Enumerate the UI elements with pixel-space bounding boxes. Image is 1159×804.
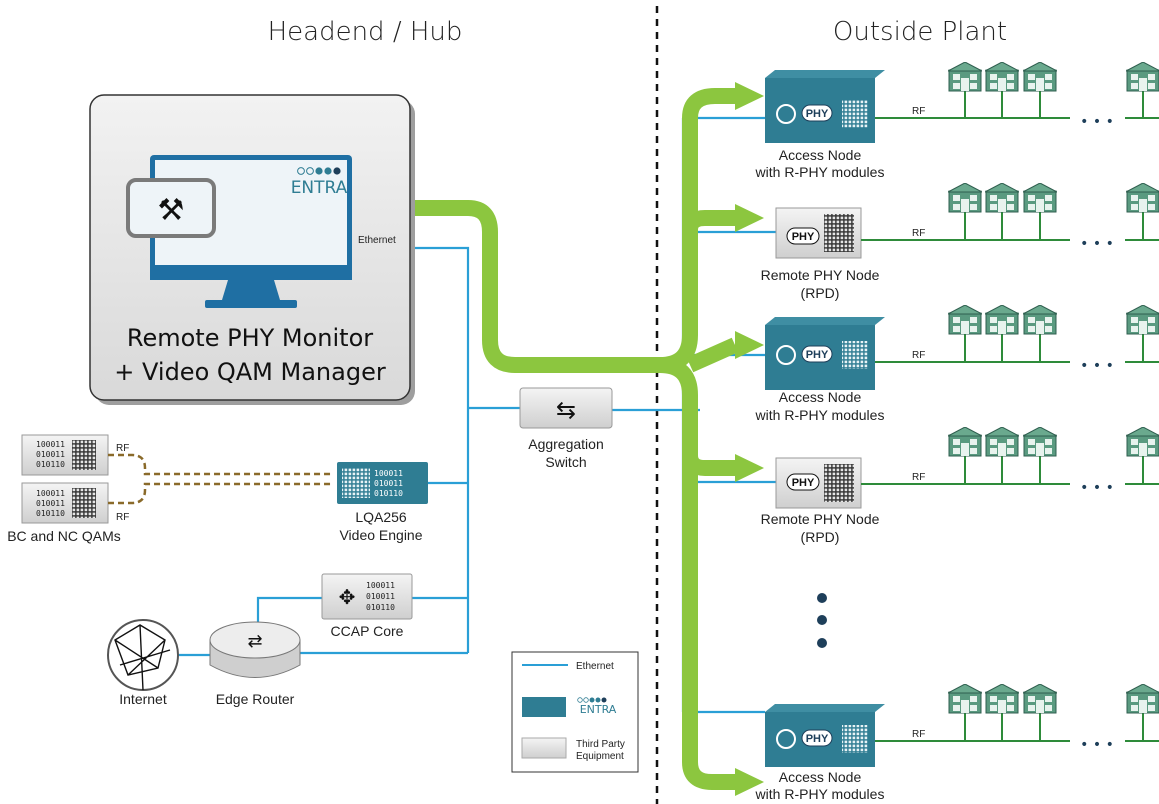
node-2-label-2: (RPD) [801,285,840,301]
node-5: PHY Access Node with R-PHY modules [755,704,885,802]
node-1-label-2: with R-PHY modules [755,164,885,180]
ccap-bits-2: 010011 [366,592,395,601]
qam-bottom-bits-2: 010011 [36,499,65,508]
monitor-title-line1: Remote PHY Monitor [127,324,373,352]
node-4-label-2: (RPD) [801,529,840,545]
rf-tree-4 [861,454,1159,485]
edge-router-label: Edge Router [216,691,295,707]
node-2-more-homes: • • • [1080,236,1114,252]
legend-third-party-label-2: Equipment [576,751,624,762]
node-5-label-1: Access Node [779,769,862,785]
node-3-rf-label: RF [912,350,925,361]
node-5-rf-label: RF [912,729,925,740]
engine-label-2: Video Engine [339,527,422,543]
ccap-bits-3: 010110 [366,603,395,612]
ccap-label: CCAP Core [331,623,404,639]
ccap-arrows-icon: ✥ [339,585,356,609]
entra-brand-text: ENTRA [291,178,348,198]
monitor-ethernet-label: Ethernet [358,235,396,246]
node-5-more-homes: • • • [1080,737,1114,753]
phy-badge: PHY [792,477,815,489]
legend-third-party-swatch [521,737,567,759]
node-4: PHY Remote PHY Node (RPD) [761,457,880,545]
node-1-label-1: Access Node [779,147,862,163]
qam-device-bottom: 100011 010011 010110 [21,482,109,524]
legend: Ethernet ENTRA Third Party Equipment [511,651,639,773]
node-4-rf-label: RF [912,472,925,483]
svg-text:⇄: ⇄ [247,631,262,652]
qam-bottom-bits-3: 010110 [36,509,65,518]
node-3-more-homes: • • • [1080,358,1114,374]
engine-bits-1: 100011 [374,469,403,478]
node-2-label-1: Remote PHY Node [761,267,880,283]
legend-third-party-label-1: Third Party [576,739,625,750]
rf-tree-2 [861,210,1159,241]
ccap-bits-1: 100011 [366,581,395,590]
qam-top-bits-2: 010011 [36,450,65,459]
qam-rf-label-bottom: RF [116,512,129,523]
signal-icon [776,729,796,749]
switch-label-1: Aggregation [528,436,604,452]
node-2: PHY Remote PHY Node (RPD) [761,207,880,301]
signal-icon [776,345,796,365]
monitor-panel: ENTRA ⚒ Remote PHY Monitor + Video QAM M… [89,94,415,405]
qam-caption: BC and NC QAMs [7,528,121,544]
qam-rf-label-top: RF [116,443,129,454]
switch-label-2: Switch [545,454,586,470]
phy-badge: PHY [806,349,829,361]
tools-icon: ⚒ [126,178,216,238]
phy-badge: PHY [806,733,829,745]
engine-bits-3: 010110 [374,489,403,498]
engine-label-1: LQA256 [355,509,407,525]
node-3-label-1: Access Node [779,389,862,405]
homes [948,62,1159,714]
legend-ethernet-label: Ethernet [576,661,614,672]
qam-device-top: 100011 010011 010110 [21,434,109,476]
internet-label: Internet [119,691,167,707]
node-1: PHY Access Node with R-PHY modules [755,70,885,180]
rf-dashed-links [108,453,334,505]
entra-logo: ENTRA [291,167,348,198]
qam-top-bits-3: 010110 [36,460,65,469]
monitor-title-line2: + Video QAM Manager [114,358,386,386]
node-1-rf-label: RF [912,106,925,117]
rf-tree-3 [875,332,1159,363]
rf-tree-1 [875,88,1159,119]
legend-entra-logo: ENTRA [577,697,617,716]
headend-hub-heading: Headend / Hub [268,17,463,47]
video-engine: 100011 010011 010110 LQA256 Video Engine [337,462,428,543]
signal-icon [776,104,796,124]
legend-entra-text: ENTRA [580,703,617,716]
rf-tree-5 [875,711,1159,742]
ccap-core: ✥ 100011 010011 010110 CCAP Core [321,573,413,639]
switch-arrows-icon: ⇆ [556,396,576,424]
node-3: PHY Access Node with R-PHY modules [755,317,885,423]
node-4-more-homes: • • • [1080,480,1114,496]
engine-bits-2: 010011 [374,479,403,488]
aggregation-bus [405,88,739,790]
node-2-rf-label: RF [912,228,925,239]
node-4-label-1: Remote PHY Node [761,511,880,527]
svg-text:⚒: ⚒ [158,193,185,228]
phy-badge: PHY [806,108,829,120]
internet-globe-icon: Internet [107,619,179,707]
node-1-more-homes: • • • [1080,114,1114,130]
qam-bottom-bits-1: 100011 [36,489,65,498]
aggregation-switch: ⇆ Aggregation Switch [519,387,613,470]
more-nodes-ellipsis [817,593,827,648]
outside-plant-heading: Outside Plant [833,17,1007,47]
edge-router-icon: ⇄ Edge Router [209,621,301,707]
legend-entra-swatch [522,697,566,717]
qam-top-bits-1: 100011 [36,440,65,449]
node-3-label-2: with R-PHY modules [755,407,885,423]
phy-badge: PHY [792,231,815,243]
node-5-label-2: with R-PHY modules [755,786,885,802]
